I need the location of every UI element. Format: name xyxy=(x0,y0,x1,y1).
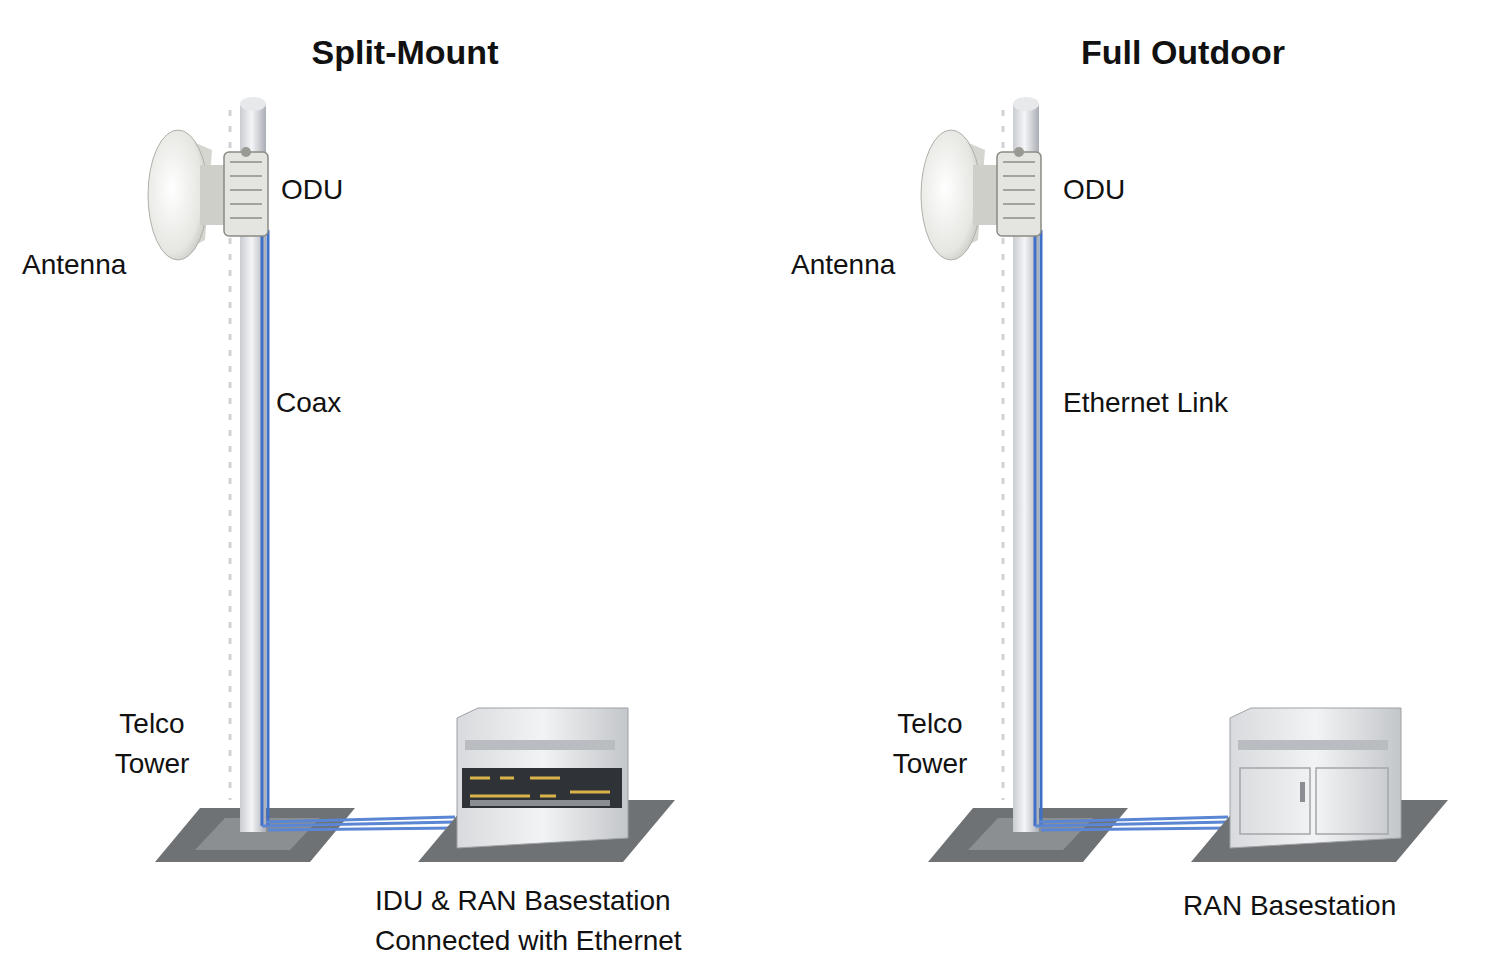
cabinet-vent xyxy=(1238,740,1388,750)
part-name: Antenna xyxy=(22,245,126,285)
cable-name: Ethernet Link xyxy=(1063,383,1228,423)
cabinet xyxy=(1230,708,1401,848)
part-name: ODU xyxy=(1063,170,1125,210)
full-outdoor-tower xyxy=(921,97,1228,862)
cabinet xyxy=(457,708,628,848)
part-name: RAN Basestation xyxy=(1183,886,1396,926)
idu-rail xyxy=(470,800,610,806)
part-name: Antenna xyxy=(791,245,895,285)
panel-heading: Split-Mount xyxy=(260,32,550,72)
door-handle xyxy=(1300,782,1305,802)
idu-ports xyxy=(470,778,610,796)
cabinet-door xyxy=(1316,768,1388,834)
part-name: IDU & RAN Basestation Connected with Eth… xyxy=(375,881,755,961)
panel-heading: Full Outdoor xyxy=(1033,32,1333,72)
idu-rack xyxy=(462,768,622,808)
cabinet-vent xyxy=(465,740,615,750)
part-name: ODU xyxy=(281,170,343,210)
part-name: Telco Tower xyxy=(870,704,990,784)
cabinet-door xyxy=(1240,768,1310,834)
split-mount-tower xyxy=(148,97,455,862)
cable-name: Coax xyxy=(276,383,341,423)
part-name: Telco Tower xyxy=(92,704,212,784)
